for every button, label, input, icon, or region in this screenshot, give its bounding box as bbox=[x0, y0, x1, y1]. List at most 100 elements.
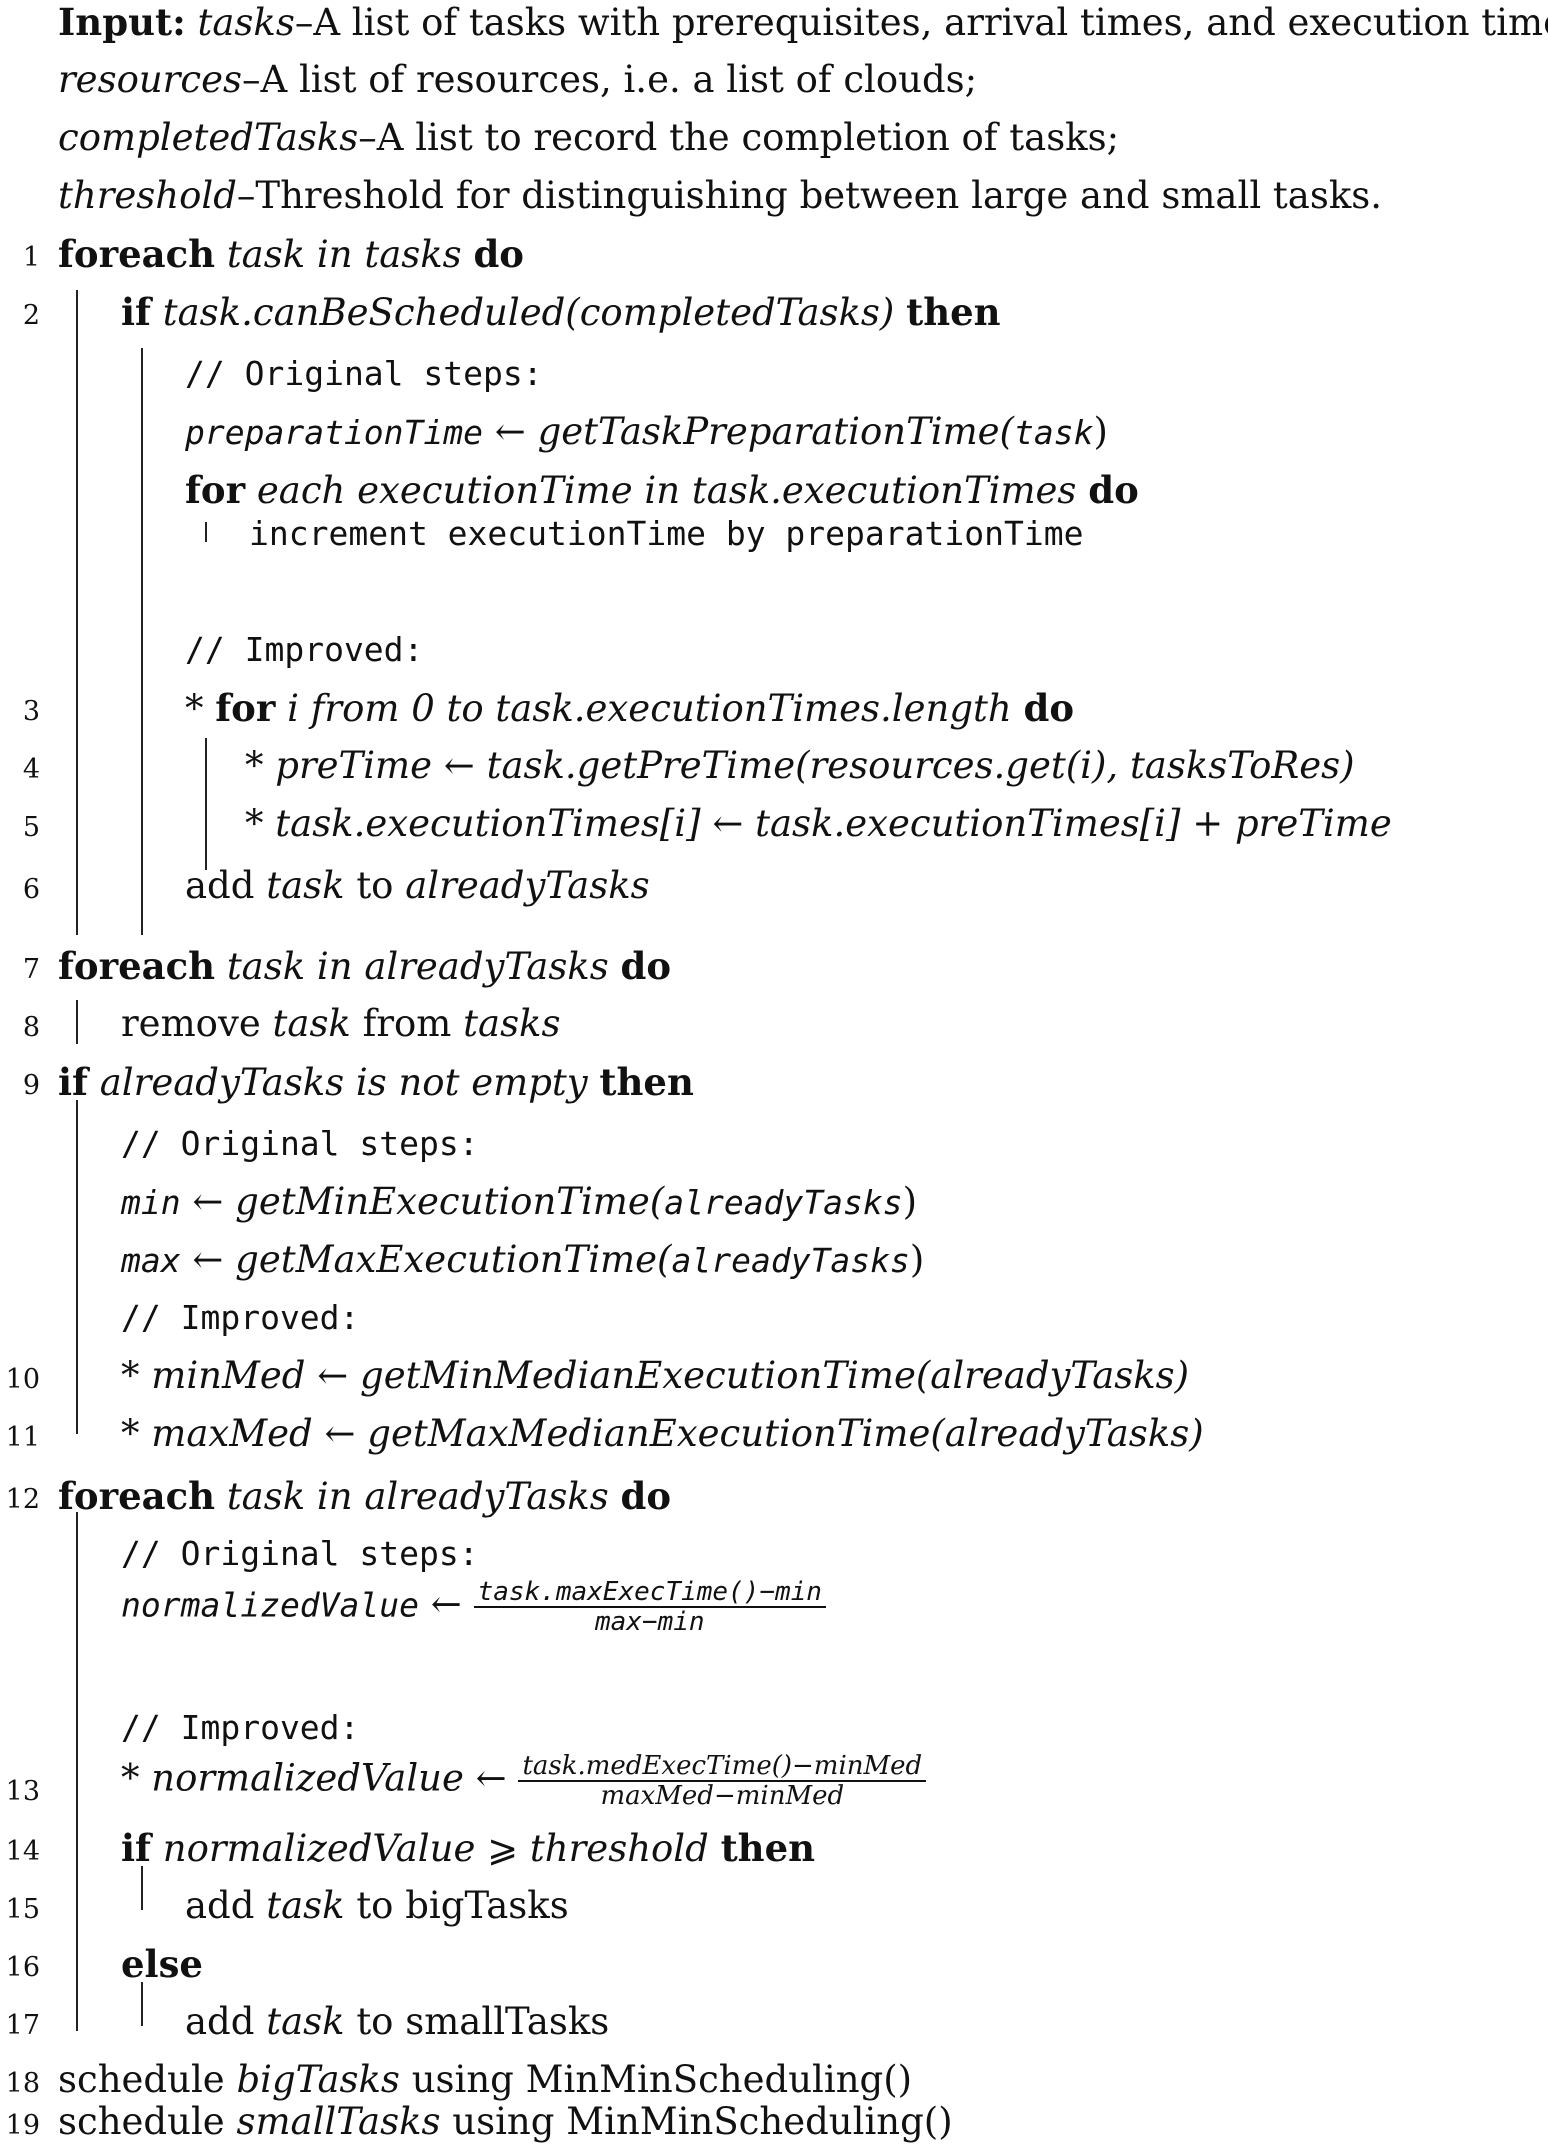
line-11-lhs: maxMed bbox=[151, 1412, 313, 1455]
input-resources-desc: –A list of resources, i.e. a list of clo… bbox=[241, 58, 978, 101]
line-9: if alreadyTasks is not empty then bbox=[58, 1060, 694, 1104]
line-number: 19 bbox=[5, 2110, 40, 2141]
line-15-target: bigTasks bbox=[405, 1884, 569, 1927]
line-number: 5 bbox=[22, 812, 40, 843]
scope-bar-for-3 bbox=[205, 738, 207, 870]
star-marker: * bbox=[121, 1412, 140, 1455]
orig-for-line: for each executionTime in task.execution… bbox=[185, 468, 1139, 512]
comment-improved: // Improved: bbox=[121, 1298, 360, 1337]
line-19-obj: smallTasks bbox=[236, 2100, 441, 2143]
arrow: ← bbox=[317, 1354, 349, 1397]
kw-to: to bbox=[356, 1884, 394, 1927]
input-completed-line: completedTasks–A list to record the comp… bbox=[58, 116, 1119, 160]
line-1-cond: task in tasks bbox=[226, 233, 462, 276]
input-label: Input: bbox=[58, 0, 186, 44]
star-marker: * bbox=[121, 1756, 140, 1800]
arrow: ← bbox=[712, 802, 744, 845]
scope-bar-then-14 bbox=[141, 1866, 143, 1910]
comment-original: // Original steps: bbox=[185, 354, 543, 393]
line-14-lhs: normalizedValue bbox=[162, 1827, 476, 1870]
orig-max-arg: alreadyTasks bbox=[671, 1241, 910, 1280]
kw-schedule: schedule bbox=[58, 2100, 225, 2143]
input-resources-line: resources–A list of resources, i.e. a li… bbox=[58, 58, 977, 102]
line-7: foreach task in alreadyTasks do bbox=[58, 944, 671, 988]
line-5: * task.executionTimes[i] ← task.executio… bbox=[245, 802, 1392, 846]
line-3: * for i from 0 to task.executionTimes.le… bbox=[185, 686, 1074, 730]
star-marker: * bbox=[121, 1354, 140, 1397]
line-number: 15 bbox=[5, 1894, 40, 1925]
line-11-rhs: getMaxMedianExecutionTime(alreadyTasks) bbox=[367, 1412, 1204, 1455]
line-17-task: task bbox=[266, 2000, 345, 2043]
line-14: if normalizedValue ⩾ threshold then bbox=[121, 1826, 815, 1870]
geq-symbol: ⩾ bbox=[487, 1827, 519, 1870]
input-threshold-line: threshold–Threshold for distinguishing b… bbox=[58, 174, 1382, 218]
line-number: 3 bbox=[22, 696, 40, 727]
line-1: foreach task in tasks do bbox=[58, 232, 524, 276]
comment-improved: // Improved: bbox=[185, 630, 424, 669]
orig-min-close: ) bbox=[902, 1180, 918, 1223]
line-12: foreach task in alreadyTasks do bbox=[58, 1474, 671, 1518]
line-2-cond: task.canBeScheduled(completedTasks) bbox=[162, 291, 895, 334]
input-tasks-desc: –A list of tasks with prerequisites, arr… bbox=[294, 1, 1548, 44]
orig-norm-var: normalizedValue bbox=[121, 1585, 420, 1625]
comment-improved: // Improved: bbox=[121, 1708, 360, 1747]
line-11: * maxMed ← getMaxMedianExecutionTime(alr… bbox=[121, 1412, 1204, 1456]
input-threshold-desc: –Threshold for distinguishing between la… bbox=[236, 174, 1383, 217]
orig-prep-var: preparationTime bbox=[185, 413, 484, 452]
kw-if: if bbox=[121, 290, 151, 334]
orig-max-close: ) bbox=[909, 1238, 925, 1281]
orig-min-fn: getMinExecutionTime( bbox=[235, 1180, 665, 1223]
input-tasks-name: tasks bbox=[197, 1, 295, 44]
line-6-task: task bbox=[266, 864, 345, 907]
line-number: 4 bbox=[22, 754, 40, 785]
star-marker: * bbox=[245, 744, 264, 787]
line-17: add task to smallTasks bbox=[185, 2000, 609, 2044]
kw-to: to bbox=[356, 2000, 394, 2043]
kw-do: do bbox=[473, 232, 524, 276]
scope-bar-orig-for bbox=[205, 522, 207, 542]
kw-then: then bbox=[599, 1060, 694, 1104]
kw-add: add bbox=[185, 864, 255, 907]
line-10-lhs: minMed bbox=[151, 1354, 306, 1397]
line-4-lhs: preTime bbox=[275, 744, 433, 787]
line-13-numerator: task.medExecTime()−minMed bbox=[518, 1752, 927, 1782]
line-7-cond: task in alreadyTasks bbox=[226, 945, 609, 988]
scope-bar-if-9 bbox=[76, 1100, 78, 1434]
arrow: ← bbox=[324, 1412, 356, 1455]
arrow: ← bbox=[192, 1238, 224, 1281]
line-15-task: task bbox=[266, 1884, 345, 1927]
input-completed-name: completedTasks bbox=[58, 116, 359, 159]
line-number: 13 bbox=[5, 1776, 40, 1807]
line-13-lhs: normalizedValue bbox=[151, 1756, 464, 1800]
orig-prep-close: ) bbox=[1093, 410, 1108, 453]
kw-for: for bbox=[185, 468, 246, 512]
scope-bar-if-2 bbox=[141, 348, 143, 935]
line-number: 11 bbox=[5, 1422, 40, 1453]
line-18-fn: MinMinScheduling() bbox=[525, 2058, 913, 2101]
scope-bar-foreach-12 bbox=[76, 1512, 78, 2031]
input-tasks-line: Input: tasks–A list of tasks with prereq… bbox=[58, 0, 1548, 44]
line-19-fn: MinMinScheduling() bbox=[566, 2100, 953, 2143]
line-18: schedule bigTasks using MinMinScheduling… bbox=[58, 2058, 912, 2102]
kw-foreach: foreach bbox=[58, 944, 216, 988]
kw-do: do bbox=[620, 1474, 672, 1518]
kw-schedule: schedule bbox=[58, 2058, 225, 2101]
line-number: 10 bbox=[5, 1364, 40, 1395]
line-6: add task to alreadyTasks bbox=[185, 864, 650, 908]
orig-min-var: min bbox=[121, 1183, 181, 1222]
arrow: ← bbox=[430, 1582, 462, 1626]
kw-for: for bbox=[215, 686, 276, 730]
kw-then: then bbox=[906, 290, 1001, 334]
orig-prep-line: preparationTime ← getTaskPreparationTime… bbox=[185, 410, 1108, 454]
line-5-lhs: task.executionTimes[i] bbox=[275, 802, 701, 845]
star-marker: * bbox=[185, 687, 204, 730]
line-19: schedule smallTasks using MinMinScheduli… bbox=[58, 2100, 953, 2144]
orig-prep-arg: task bbox=[1014, 413, 1094, 452]
line-number: 14 bbox=[5, 1836, 40, 1867]
line-8-task: task bbox=[272, 1002, 351, 1045]
line-15: add task to bigTasks bbox=[185, 1884, 569, 1928]
kw-foreach: foreach bbox=[58, 1474, 216, 1518]
line-number: 16 bbox=[5, 1952, 40, 1983]
line-number: 18 bbox=[5, 2068, 40, 2099]
